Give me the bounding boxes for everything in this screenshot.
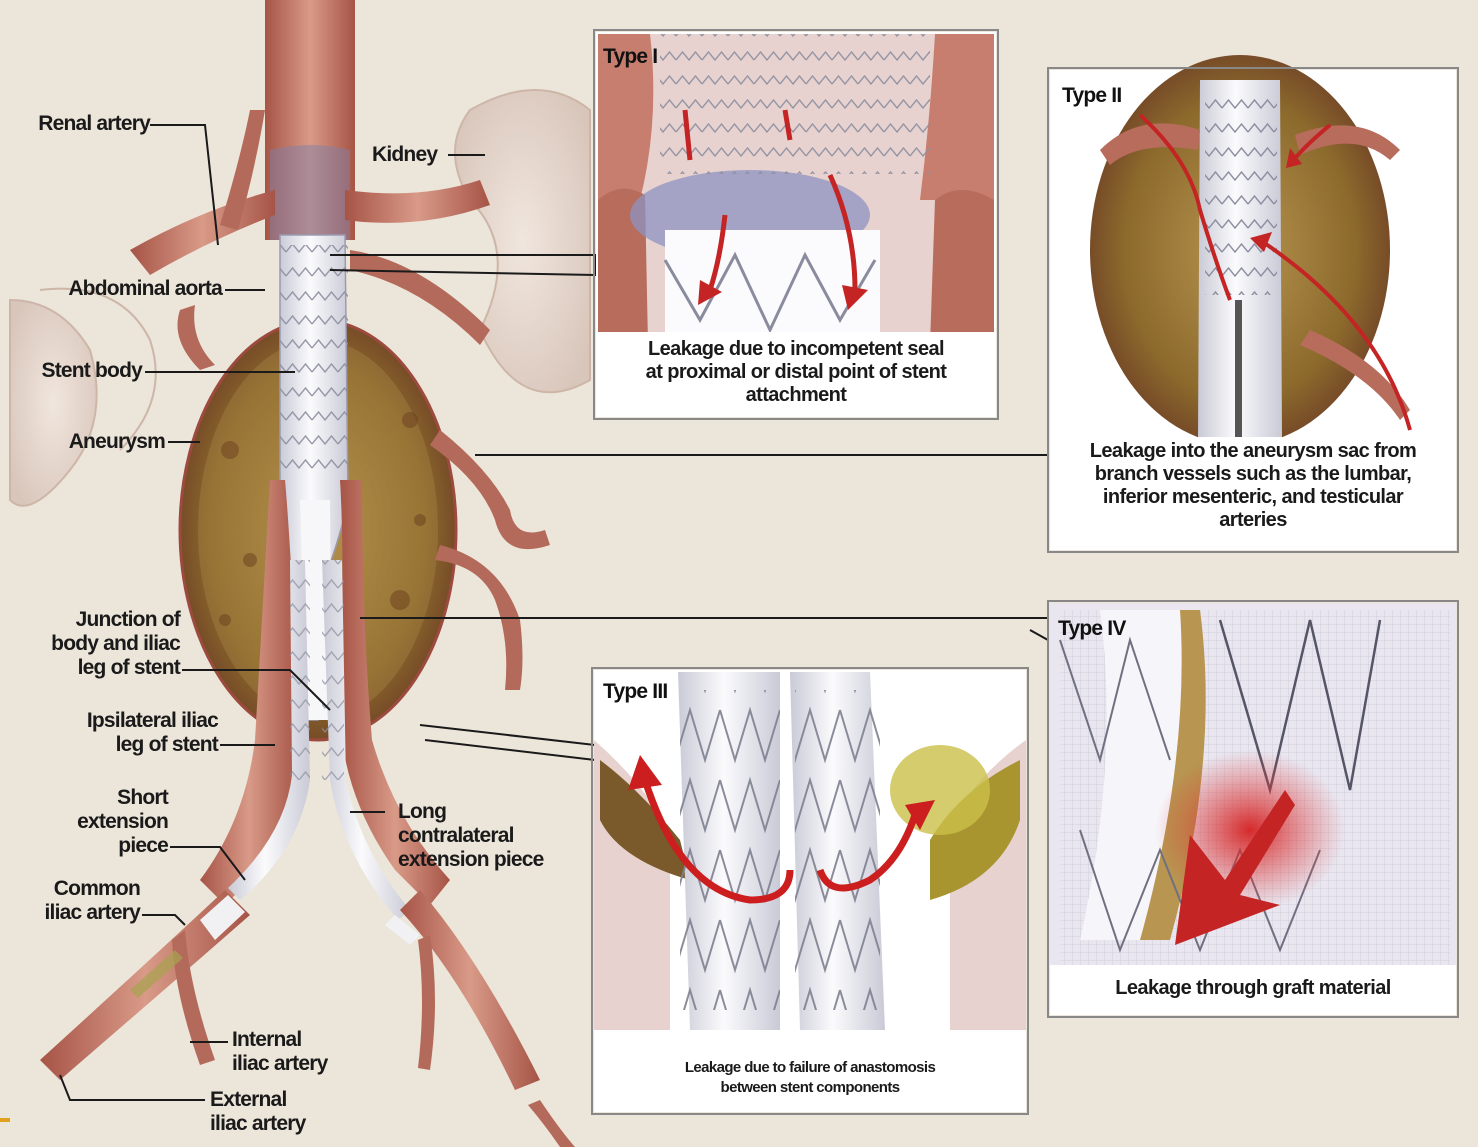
label-long-extension: Long contralateral extension piece (398, 800, 578, 872)
type3-caption: Leakage due to failure of anastomosis be… (596, 1058, 1024, 1098)
label-kidney: Kidney (372, 143, 452, 167)
type3-title: Type III (603, 680, 667, 704)
label-abdominal-aorta: Abdominal aorta (10, 277, 222, 301)
label-stent-body: Stent body (10, 359, 142, 383)
type1-title: Type I (603, 45, 657, 69)
label-ipsilateral: Ipsilateral iliac leg of stent (10, 709, 218, 757)
type4-caption: Leakage through graft material (1052, 977, 1454, 1000)
type2-caption: Leakage into the aneurysm sac from branc… (1052, 440, 1454, 532)
type1-caption: Leakage due to incompetent seal at proxi… (598, 338, 994, 407)
label-common-iliac: Common iliac artery (10, 877, 140, 925)
type4-art (1050, 603, 1456, 1015)
label-external-iliac: External iliac artery (210, 1088, 340, 1136)
label-aneurysm: Aneurysm (10, 430, 165, 454)
label-junction: Junction of body and iliac leg of stent (10, 608, 180, 680)
label-short-extension: Short extension piece (10, 786, 168, 858)
label-renal-artery: Renal artery (10, 112, 150, 136)
label-internal-iliac: Internal iliac artery (232, 1028, 362, 1076)
type4-title: Type IV (1058, 617, 1126, 641)
type2-title: Type II (1062, 84, 1121, 108)
